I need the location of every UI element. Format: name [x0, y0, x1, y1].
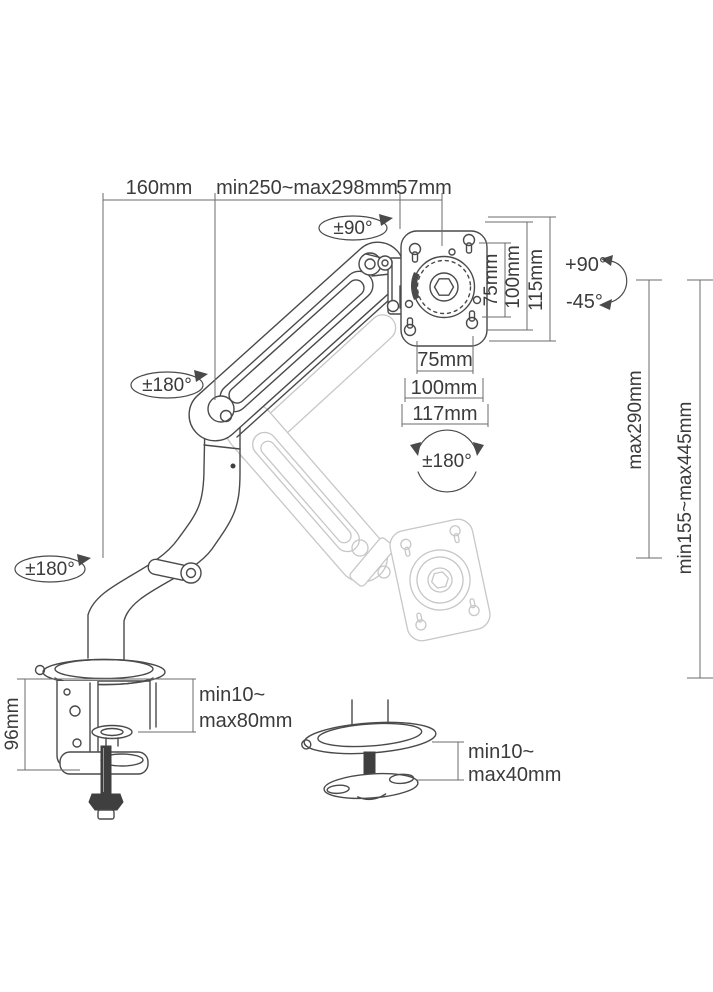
clamp-height-label: 96mm — [2, 698, 23, 751]
clamp-thickness-label-1: min10~ — [199, 684, 265, 706]
vesa-plate — [400, 230, 488, 347]
desk-clamp — [56, 680, 157, 820]
faded-vesa-plate — [389, 518, 491, 642]
rotate-arrow-arm — [130, 370, 208, 399]
grommet-thickness-label-2: max40mm — [468, 764, 561, 786]
vesa-v115-label: 115mm — [526, 249, 547, 311]
vesa-h117-label: 117mm — [412, 403, 477, 425]
tilt-down-label: -45° — [566, 291, 603, 313]
vesa-v100-label: 100mm — [503, 245, 524, 308]
clamp-screw-knob — [88, 793, 124, 811]
rotate-arrow-base — [14, 554, 91, 583]
base-disc — [34, 658, 166, 686]
rotate-arrow-vesa — [410, 429, 484, 493]
vesa-h100-label: 100mm — [411, 377, 478, 399]
dim-label-base-width: 160mm — [126, 177, 193, 199]
arm-lower-hinge — [207, 395, 235, 423]
arm-assembly — [34, 230, 488, 820]
riser-pole — [87, 415, 242, 661]
dim-label-head-offset: 57mm — [396, 177, 452, 199]
pole-lever — [147, 558, 202, 584]
faded-arm-position — [224, 314, 491, 642]
swivel-arrow-top — [318, 214, 393, 241]
dim-label-arm-reach: min250~max298mm — [216, 177, 398, 199]
labels: 160mm min250~max298mm 57mm ±90° ±180° ±1… — [2, 177, 696, 786]
rotation-annotations — [14, 214, 628, 583]
arm-rotation-label: ±180° — [142, 375, 192, 396]
clamp-screw-shaft — [100, 745, 112, 795]
lift-range-label: max290mm — [625, 370, 646, 469]
dimension-lines — [17, 193, 713, 781]
faded-bracket — [349, 537, 395, 587]
swivel-label: ±90° — [333, 218, 372, 239]
grommet-thickness-label-1: min10~ — [468, 741, 534, 763]
gas-spring-arm — [188, 241, 405, 442]
vesa-rotation-label: ±180° — [422, 451, 472, 472]
tilt-arrow — [599, 255, 628, 310]
vesa-v75-label: 75mm — [481, 254, 502, 307]
height-range-label: min155~max445mm — [675, 402, 696, 575]
vesa-h75-label: 75mm — [417, 349, 473, 371]
base-rotation-label: ±180° — [25, 559, 75, 580]
grommet-base — [301, 699, 437, 801]
clamp-thickness-label-2: max80mm — [199, 710, 292, 732]
tilt-up-label: +90° — [565, 254, 607, 276]
